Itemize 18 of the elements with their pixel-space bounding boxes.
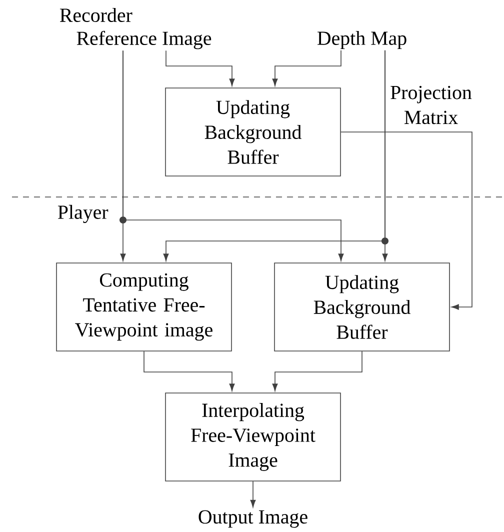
process-box: Interpolating Free-Viewpoint Image	[165, 392, 341, 482]
arrow	[272, 351, 362, 392]
input-text: Depth Map	[317, 30, 406, 50]
process-box: Updating Background Buffer	[274, 262, 450, 352]
arrow	[340, 132, 472, 310]
arrow	[166, 50, 235, 86]
output-text: Output Image	[198, 510, 308, 528]
arrow	[250, 481, 256, 508]
input-text: Reference Image	[76, 30, 212, 50]
arrow	[163, 50, 386, 262]
arrow	[272, 50, 342, 86]
section-label: Recorder	[60, 8, 132, 22]
edge-label: Projection Matrix	[388, 84, 474, 126]
arrow	[144, 351, 235, 392]
section-label: Player	[58, 204, 108, 224]
process-box: Computing Tentative Free-Viewpoint image	[56, 262, 232, 352]
process-box: Updating Background Buffer	[165, 88, 341, 176]
arrow	[122, 50, 344, 262]
